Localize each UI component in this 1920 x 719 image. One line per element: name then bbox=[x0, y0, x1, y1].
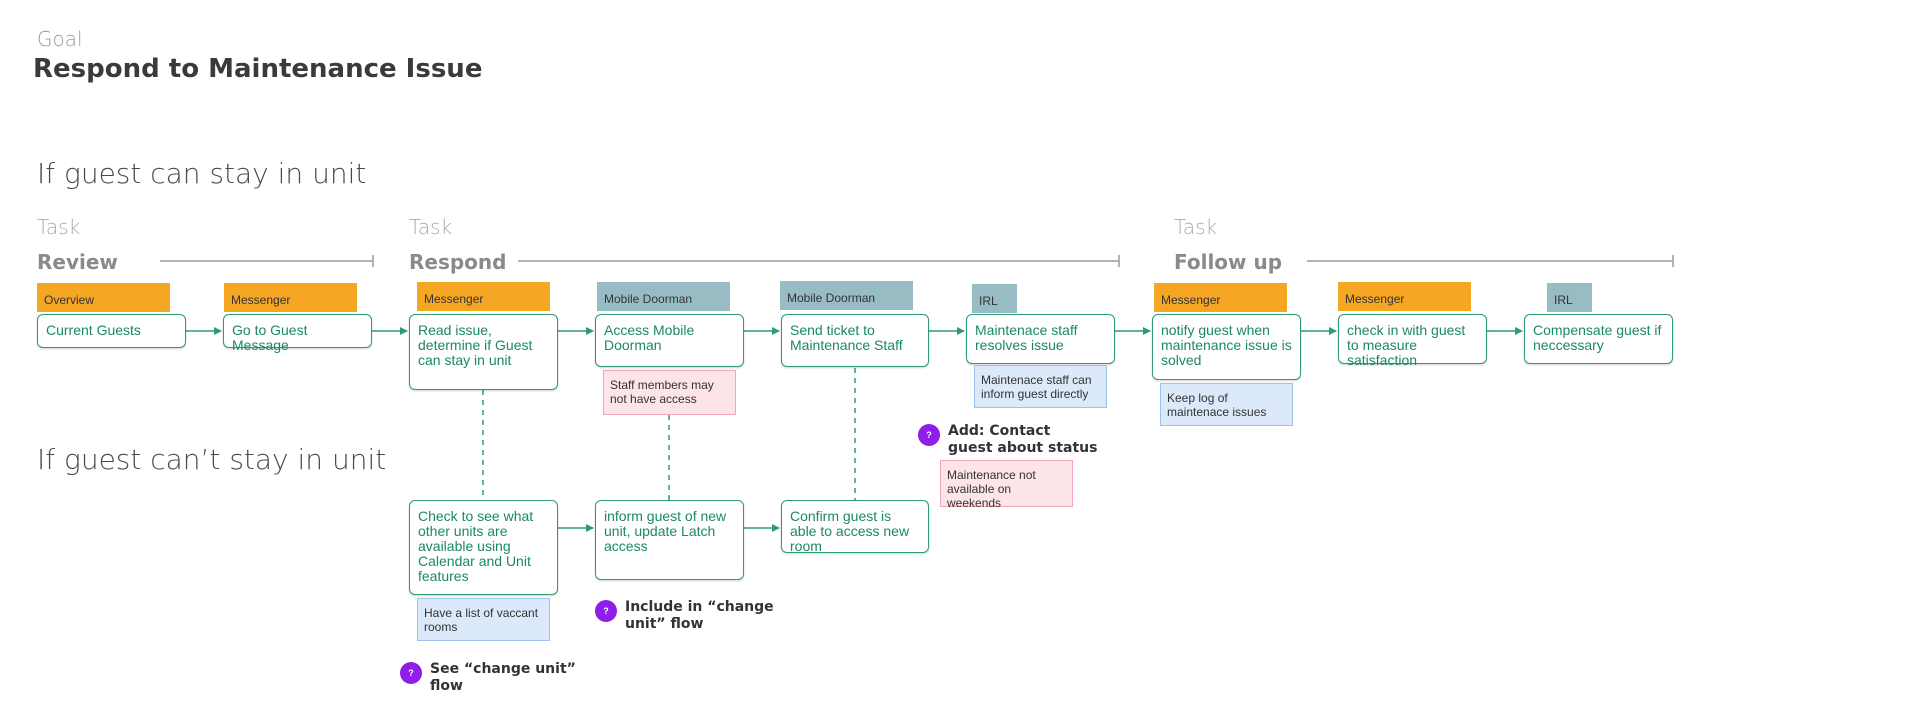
note-staff-inform: Maintenace staff can inform guest direct… bbox=[974, 365, 1107, 408]
task-label-review: Task bbox=[37, 215, 81, 239]
question-include-icon[interactable]: ? bbox=[595, 600, 617, 622]
step-4-box[interactable]: Access Mobile Doorman bbox=[595, 314, 744, 367]
step-2-tag: Messenger bbox=[224, 283, 357, 312]
step-5-tag: Mobile Doorman bbox=[780, 281, 913, 310]
task-name-respond: Respond bbox=[409, 250, 507, 274]
note-staff-access: Staff members may not have access bbox=[603, 370, 736, 415]
dashed-branches bbox=[482, 368, 856, 500]
task-name-follow-up: Follow up bbox=[1174, 250, 1283, 274]
step-1-tag: Overview bbox=[37, 283, 170, 312]
task-label-respond: Task bbox=[409, 215, 453, 239]
step-7-tag: Messenger bbox=[1154, 283, 1287, 312]
flow-arrows bbox=[186, 327, 1523, 532]
goal-label: Goal bbox=[37, 27, 83, 51]
task-label-follow-up: Task bbox=[1174, 215, 1218, 239]
section-title-cant-stay: If guest can’t stay in unit bbox=[37, 443, 387, 476]
step-2-box[interactable]: Go to Guest Message bbox=[223, 314, 372, 353]
question-include-text: Include in “change unit” flow bbox=[625, 599, 774, 632]
note-vacant-rooms: Have a list of vaccant rooms bbox=[417, 598, 550, 641]
question-contact-icon[interactable]: ? bbox=[918, 424, 940, 446]
step-6-tag: IRL bbox=[972, 284, 1017, 313]
step-5-box[interactable]: Send ticket to Maintenance Staff bbox=[781, 314, 929, 367]
question-see-text: See “change unit” flow bbox=[430, 661, 576, 694]
step-8-tag: Messenger bbox=[1338, 282, 1471, 311]
alt-step-2-box[interactable]: inform guest of new unit, update Latch a… bbox=[595, 500, 744, 580]
step-3-tag: Messenger bbox=[417, 282, 550, 311]
step-9-tag: IRL bbox=[1547, 283, 1592, 312]
step-9-box[interactable]: Compensate guest if neccessary bbox=[1524, 314, 1673, 364]
task-span-lines bbox=[160, 255, 1674, 267]
section-title-can-stay: If guest can stay in unit bbox=[37, 157, 367, 190]
step-7-box[interactable]: notify guest when maintenance issue is s… bbox=[1152, 314, 1301, 380]
task-name-review: Review bbox=[37, 250, 118, 274]
step-8-box[interactable]: check in with guest to measure satisfact… bbox=[1338, 314, 1487, 368]
step-6-box[interactable]: Maintenace staff resolves issue bbox=[966, 314, 1115, 364]
alt-step-3-box[interactable]: Confirm guest is able to access new room bbox=[781, 500, 929, 554]
question-contact-text: Add: Contact guest about status bbox=[948, 423, 1098, 456]
goal-title: Respond to Maintenance Issue bbox=[33, 54, 483, 84]
note-weekends: Maintenance not available on weekends bbox=[940, 460, 1073, 510]
step-4-tag: Mobile Doorman bbox=[597, 282, 730, 311]
note-keep-log: Keep log of maintenace issues bbox=[1160, 383, 1293, 426]
question-see-icon[interactable]: ? bbox=[400, 662, 422, 684]
step-1-box[interactable]: Current Guests bbox=[37, 314, 186, 348]
step-3-box[interactable]: Read issue, determine if Guest can stay … bbox=[409, 314, 558, 390]
alt-step-1-box[interactable]: Check to see what other units are availa… bbox=[409, 500, 558, 595]
